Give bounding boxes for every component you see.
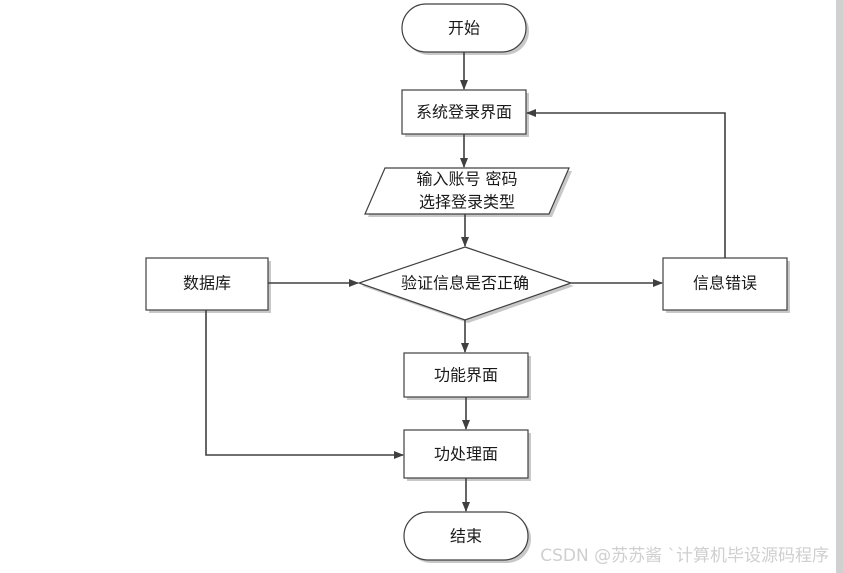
start-label: 开始 xyxy=(448,19,480,38)
function-box xyxy=(403,352,529,398)
login-label: 系统登录界面 xyxy=(416,103,512,122)
arrow-database-to-process xyxy=(205,310,404,459)
input-label-line2: 选择登录类型 xyxy=(419,193,515,212)
database-label: 数据库 xyxy=(183,274,231,293)
error-box xyxy=(662,257,788,311)
input-parallelogram xyxy=(364,167,570,215)
database-box xyxy=(145,257,269,311)
login-box xyxy=(401,89,527,135)
function-label: 功能界面 xyxy=(434,366,498,385)
end-terminal xyxy=(403,511,529,561)
arrow-error-to-login xyxy=(526,109,726,258)
edge-strip xyxy=(836,0,843,573)
verify-label: 验证信息是否正确 xyxy=(401,274,529,293)
error-label: 信息错误 xyxy=(693,274,757,293)
process-label: 功处理面 xyxy=(434,445,498,464)
watermark: CSDN @苏苏酱 ˋ计算机毕设源码程序 xyxy=(540,546,829,566)
end-label: 结束 xyxy=(450,527,482,546)
input-label-line1: 输入账号 密码 xyxy=(416,170,517,189)
